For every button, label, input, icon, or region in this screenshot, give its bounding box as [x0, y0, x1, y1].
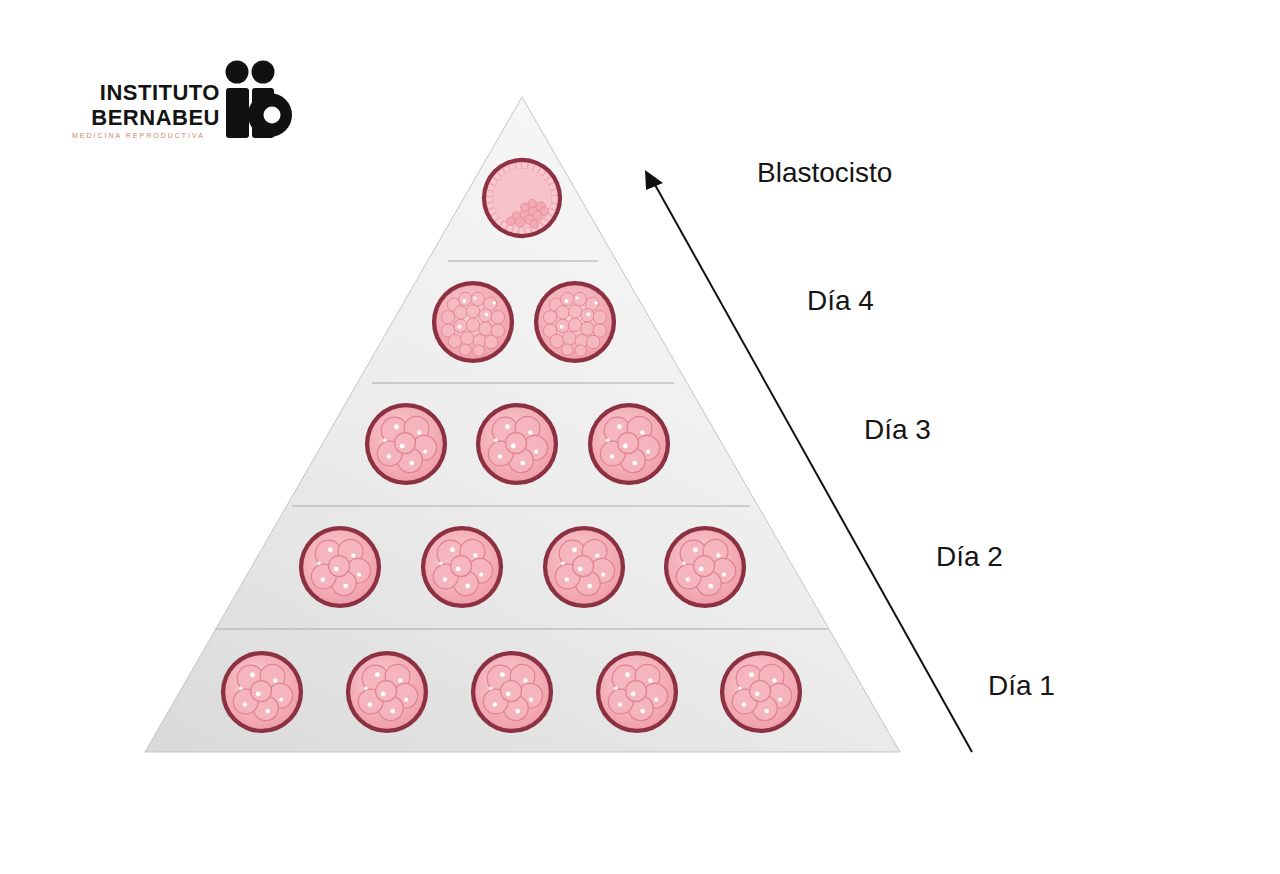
- stage-label: Día 4: [807, 284, 874, 318]
- cleavage-embryo: [346, 651, 428, 733]
- cleavage-embryo: [596, 651, 678, 733]
- pyramid-shape: [145, 97, 900, 752]
- morula-embryo: [534, 281, 616, 363]
- stage-label: Día 3: [864, 413, 931, 447]
- morula-embryo: [432, 281, 514, 363]
- cleavage-embryo: [299, 526, 381, 608]
- logo-name: INSTITUTO BERNABEU: [68, 80, 220, 130]
- band-lines: [215, 261, 828, 629]
- cleavage-embryo: [471, 651, 553, 733]
- cleavage-embryo: [365, 403, 447, 485]
- cleavage-embryo: [588, 403, 670, 485]
- stage-label: Día 2: [936, 540, 1003, 574]
- cleavage-embryo: [543, 526, 625, 608]
- cleavage-embryo: [664, 526, 746, 608]
- blastocyst-embryo: [482, 158, 562, 238]
- cleavage-embryo: [476, 403, 558, 485]
- cleavage-embryo: [421, 526, 503, 608]
- arrow-head: [645, 170, 663, 190]
- embryo-group: [221, 158, 802, 733]
- progress-arrow: [654, 183, 972, 752]
- logo-mark: [226, 61, 293, 139]
- stage-label: Día 1: [988, 669, 1055, 703]
- logo-subtitle: MEDICINA REPRODUCTIVA: [72, 131, 222, 140]
- stage-label: Blastocisto: [757, 156, 892, 190]
- logo-hole: [264, 107, 281, 124]
- cleavage-embryo: [720, 651, 802, 733]
- cleavage-embryo: [221, 651, 303, 733]
